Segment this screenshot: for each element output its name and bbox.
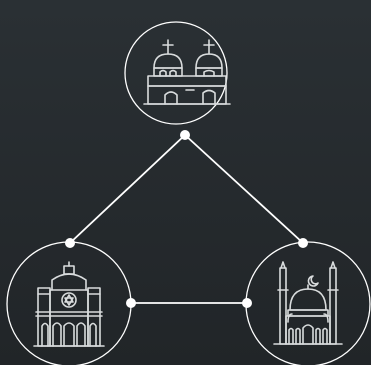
mosque-icon <box>273 261 343 345</box>
church-node-circle <box>124 21 228 125</box>
synagogue-icon <box>33 261 105 347</box>
connector-dot-mosque-left <box>242 298 252 308</box>
connector-dot-church <box>180 130 190 140</box>
edge-church-synagogue <box>69 134 186 244</box>
edge-church-mosque <box>184 134 304 244</box>
mosque-node-circle <box>245 241 371 365</box>
orthodox-church-icon <box>143 39 231 105</box>
connector-dot-synagogue-top <box>65 238 75 248</box>
connector-dot-mosque-top <box>298 238 308 248</box>
connector-dot-synagogue-right <box>126 298 136 308</box>
